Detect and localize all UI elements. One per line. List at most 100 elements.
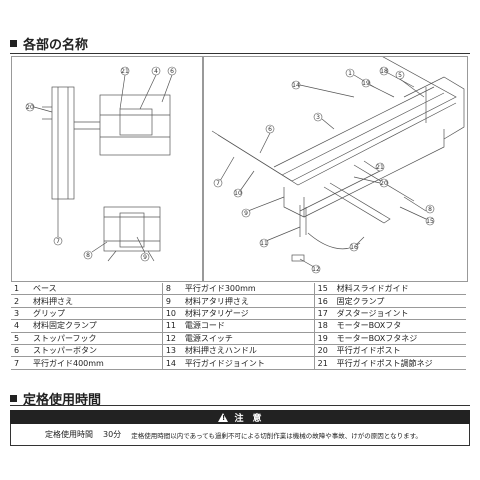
callout-label: 7 — [56, 238, 60, 245]
part-name: 材料押さえ — [30, 294, 163, 308]
isometric-drawing: 14 3 5 18 19 1 6 7 10 9 11 12 16 — [203, 52, 468, 282]
rated-time-label: 定格使用時間 — [45, 430, 93, 439]
callout-label: 20 — [26, 104, 34, 111]
part-number: 4 — [11, 319, 30, 333]
callout-marker — [151, 66, 161, 76]
part-name: 平行ガイドポスト調節ネジ — [333, 356, 466, 370]
callout-marker — [311, 264, 321, 274]
rated-time-section-title: 定格使用時間 — [10, 389, 101, 408]
callout-label: 7 — [216, 180, 220, 187]
divider — [10, 405, 470, 406]
part-number: 2 — [11, 294, 30, 308]
part-name: 電源スイッチ — [181, 332, 315, 345]
callout-label: 4 — [154, 68, 158, 75]
part-number: 8 — [161, 283, 182, 296]
callout-marker — [120, 66, 130, 76]
part-name: 電源コード — [181, 319, 315, 333]
table-row: 6 ストッパーボタン 13 材料押さえハンドル 20 平行ガイドポスト — [11, 344, 466, 358]
callout-label: 14 — [292, 82, 300, 89]
part-number: 17 — [313, 307, 334, 321]
callout-label: 1 — [348, 70, 352, 77]
callout-marker — [25, 102, 35, 112]
rated-time-value: 30分 — [103, 430, 122, 439]
part-name: モーターBOXフタ — [333, 319, 466, 333]
callout-marker — [140, 252, 150, 262]
callout-label: 9 — [143, 254, 147, 261]
part-number: 16 — [313, 294, 334, 308]
section-bullet-icon — [10, 40, 17, 47]
callout-marker — [167, 66, 177, 76]
table-row: 5 ストッパーフック 12 電源スイッチ 19 モーターBOXフタネジ — [11, 332, 466, 345]
callout-marker — [395, 70, 405, 80]
part-name: 材料スライドガイド — [333, 283, 466, 296]
callout-marker — [233, 188, 243, 198]
callout-marker — [349, 242, 359, 252]
callout-label: 21 — [121, 68, 129, 75]
parts-section-title: 各部の名称 — [10, 34, 88, 53]
part-name: 材料押さえハンドル — [181, 344, 315, 358]
caution-header-text: 注 意 — [234, 413, 262, 424]
part-number: 12 — [161, 332, 182, 345]
callout-label: 20 — [380, 180, 388, 187]
part-name: グリップ — [30, 307, 163, 321]
callout-marker — [425, 204, 435, 214]
callout-marker — [425, 216, 435, 226]
part-number: 1 — [11, 283, 30, 296]
table-row: 1 ベース 8 平行ガイド300mm 15 材料スライドガイド — [11, 283, 466, 296]
warning-triangle-icon — [218, 412, 229, 422]
callout-label: 6 — [268, 126, 272, 133]
part-name: モーターBOXフタネジ — [333, 332, 466, 345]
caution-box: 定格使用時間 30分 定格使用時間以内であっても過剰不可による切削作業は機械の故… — [10, 424, 470, 446]
part-name: 材料アタリゲージ — [181, 307, 315, 321]
callout-label: 6 — [170, 68, 174, 75]
top-view-drawing: 21 4 6 20 7 8 9 — [11, 56, 203, 282]
isometric-drawing-svg: 14 3 5 18 19 1 6 7 10 9 11 12 16 — [211, 52, 465, 274]
callout-marker — [265, 124, 275, 134]
part-number: 7 — [11, 356, 30, 370]
part-number: 9 — [161, 294, 182, 308]
callout-label: 8 — [86, 252, 90, 259]
table-row: 2 材料押さえ 9 材料アタリ押さえ 16 固定クランプ — [11, 294, 466, 308]
callout-label: 5 — [398, 72, 402, 79]
part-number: 14 — [161, 356, 182, 370]
rated-time-section-title-text: 定格使用時間 — [23, 393, 102, 408]
callout-marker — [345, 68, 355, 78]
caution-header: 注 意 — [10, 410, 470, 424]
top-view-drawing-svg: 21 4 6 20 7 8 9 — [25, 66, 177, 262]
part-number: 5 — [11, 332, 30, 345]
callout-label: 18 — [380, 68, 388, 75]
part-name: ダスタージョイント — [333, 307, 466, 321]
part-name: 材料アタリ押さえ — [181, 294, 315, 308]
callout-marker — [379, 178, 389, 188]
callout-marker — [259, 238, 269, 248]
callout-marker — [241, 208, 251, 218]
part-number: 13 — [161, 344, 182, 358]
part-number: 6 — [11, 344, 30, 358]
parts-section-title-text: 各部の名称 — [23, 38, 89, 53]
part-number: 18 — [313, 319, 334, 333]
callout-marker — [53, 236, 63, 246]
section-bullet-icon — [10, 395, 17, 402]
part-number: 11 — [161, 319, 182, 333]
part-name: 固定クランプ — [333, 294, 466, 308]
callout-label: 8 — [428, 206, 432, 213]
callout-marker — [313, 112, 323, 122]
part-number: 20 — [313, 344, 334, 358]
callout-marker — [213, 178, 223, 188]
callout-marker — [379, 66, 389, 76]
callout-label: 3 — [316, 114, 320, 121]
part-name: 平行ガイドジョイント — [181, 356, 315, 370]
part-name: ベース — [30, 283, 163, 296]
part-number: 15 — [313, 283, 334, 296]
part-number: 10 — [161, 307, 182, 321]
callout-marker — [291, 80, 301, 90]
part-name: 平行ガイド300mm — [181, 283, 315, 296]
callout-label: 11 — [260, 240, 268, 247]
parts-table: 1 ベース 8 平行ガイド300mm 15 材料スライドガイド 2 材料押さえ … — [11, 283, 466, 370]
part-name: ストッパーフック — [30, 332, 163, 345]
callout-label: 10 — [234, 190, 242, 197]
part-number: 19 — [313, 332, 334, 345]
table-row: 3 グリップ 10 材料アタリゲージ 17 ダスタージョイント — [11, 307, 466, 321]
part-name: 平行ガイドポスト — [333, 344, 466, 358]
caution-note: 定格使用時間以内であっても過剰不可による切削作業は機械の故障や事故、けがの原因と… — [131, 431, 422, 440]
